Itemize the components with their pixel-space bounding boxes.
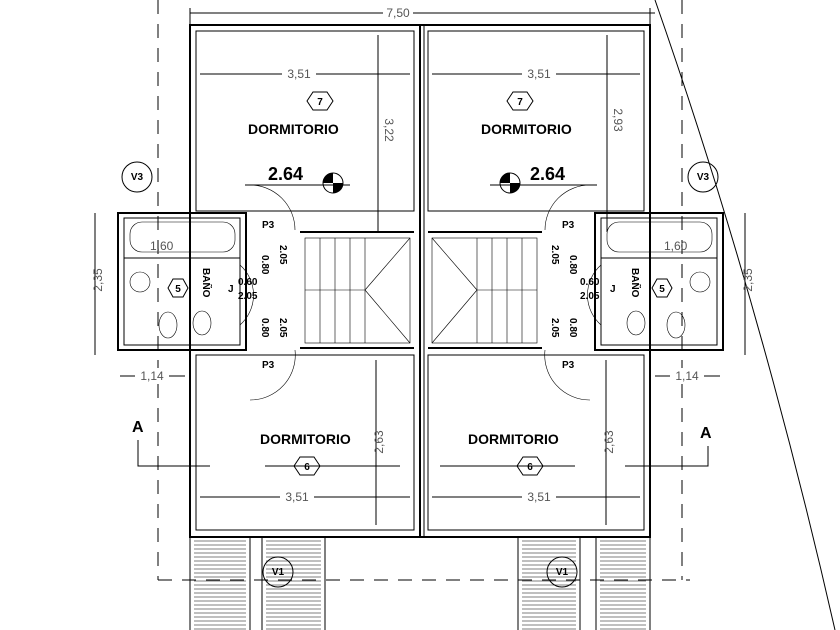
walls [117,24,724,538]
level-label: 2.64 [530,164,565,184]
fixtures [129,271,711,339]
room-name: DORMITORIO [481,121,572,137]
window-marker [546,556,578,588]
dimension-label: 3,51 [285,490,309,504]
svg-text:7,50: 7,50 [386,6,410,20]
dimension-label: 2,93 [611,108,625,132]
dimension-label: 1,14 [675,369,699,383]
door-label: P3 [562,220,575,231]
room-number: 5 [659,284,665,295]
balcony [189,536,251,630]
room-number: 7 [317,97,323,108]
section-marker: A [132,419,144,436]
dimension-label: 3,51 [527,67,551,81]
door-label: P3 [262,360,275,371]
window-tag: V1 [272,567,285,578]
room-name: DORMITORIO [248,121,339,137]
dimension-label: 1,14 [140,369,164,383]
property-outline [157,0,690,581]
bathtub-left [129,221,236,253]
overall-dimension: 7,50 [189,5,655,25]
dimension-label: 1,60 [150,239,174,253]
window-tag: V1 [556,567,569,578]
dimension-label: 2,63 [602,430,616,454]
door-label: P3 [562,360,575,371]
door-width: 0.80 [567,318,578,338]
window-label: J [228,284,234,295]
boundary-line [654,0,836,630]
room-number: 7 [517,97,523,108]
balcony [517,536,581,630]
door-height: 2.05 [277,318,288,338]
room-number: 6 [527,462,533,473]
window-marker [687,161,719,193]
unit-right: 3,51 7 DORMITORIO 2,93 2.64 P3 P3 0.60 2… [432,35,755,588]
window-height: 2.05 [580,291,600,302]
dimension-label: 2,35 [91,268,105,292]
door-width: 0.80 [259,255,270,275]
window-width: 0.60 [580,277,600,288]
dimension-label: 2,35 [741,268,755,292]
door-height: 2.05 [549,318,560,338]
window-label: J [610,284,616,295]
dimension-label: 3,51 [527,490,551,504]
door-swings [239,184,602,401]
dimension-label: 3,51 [287,67,311,81]
dimension-label: 3,22 [382,118,396,142]
section-marker: A [700,425,712,442]
room-number: 6 [304,462,310,473]
balconies [189,536,651,630]
window-marker [262,556,294,588]
door-width: 0.80 [259,318,270,338]
staircase-left [304,237,411,344]
staircase-right [431,237,538,344]
window-height: 2.05 [238,291,258,302]
unit-left: 3,51 7 DORMITORIO 3,22 2.64 P3 P3 0.60 2… [91,35,410,588]
room-name: BAÑO [629,268,642,298]
room-name: BAÑO [200,268,213,298]
balcony [595,536,651,630]
window-tag: V3 [131,172,144,183]
door-height: 2.05 [277,245,288,265]
dimension-label: 1,60 [664,239,688,253]
balcony [261,536,326,630]
bathtub-right [606,221,713,253]
room-name: DORMITORIO [260,431,351,447]
window-tag: V3 [697,172,710,183]
room-number: 5 [175,284,181,295]
door-label: P3 [262,220,275,231]
door-width: 0.80 [567,255,578,275]
window-marker [121,161,153,193]
door-height: 2.05 [549,245,560,265]
dimension-label: 2,63 [372,430,386,454]
level-label: 2.64 [268,164,303,184]
room-name: DORMITORIO [468,431,559,447]
window-width: 0.60 [238,277,258,288]
